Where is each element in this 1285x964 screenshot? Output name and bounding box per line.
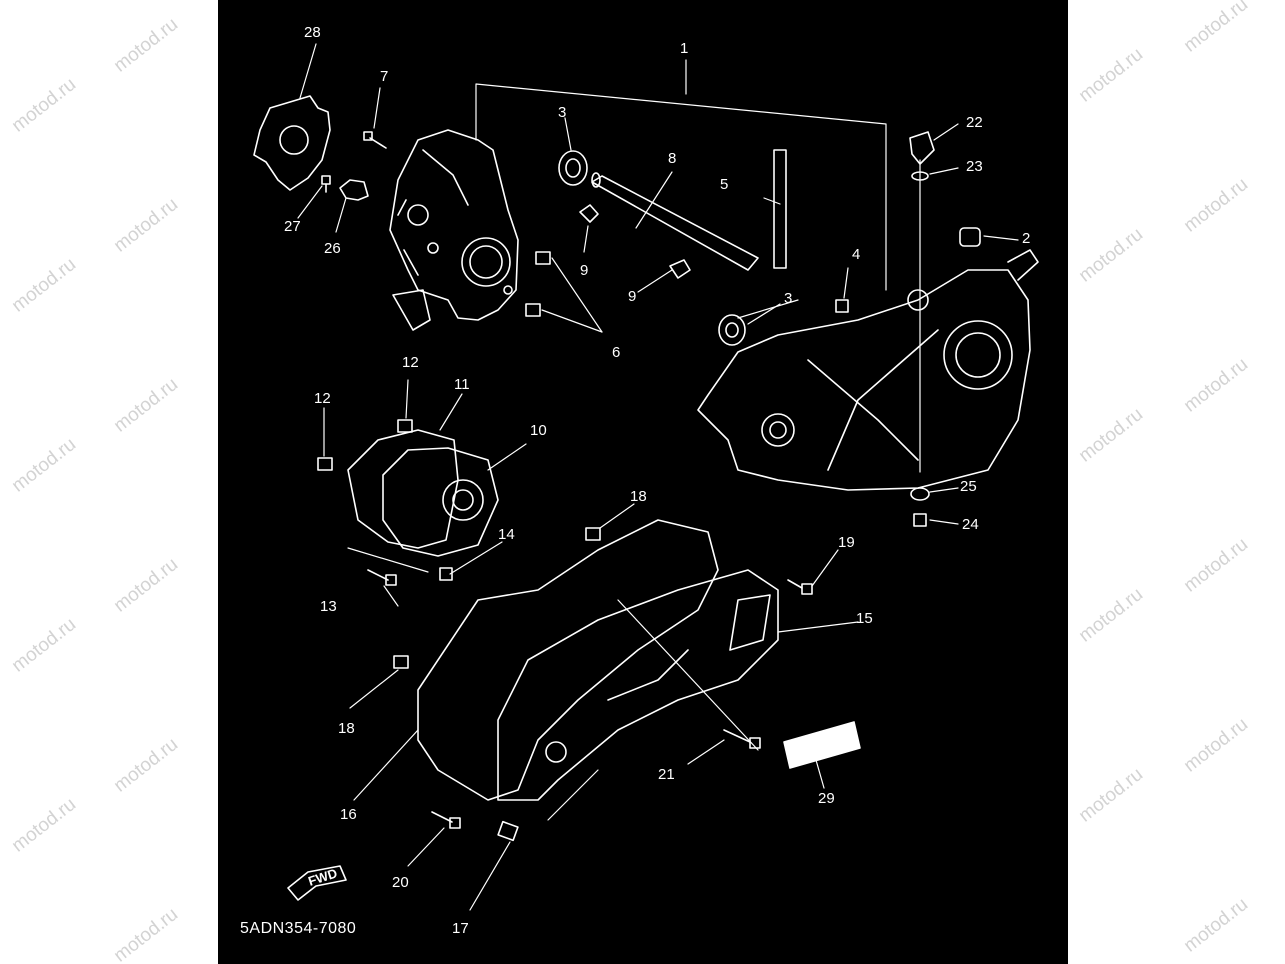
part-5-pin: [773, 149, 787, 269]
part-number-label: 24: [962, 516, 979, 533]
part-3-bearing: [558, 150, 588, 186]
watermark: motod.ru: [8, 613, 81, 677]
part-number-label: 20: [392, 874, 409, 891]
leader-lines: [297, 43, 1019, 911]
watermark: motod.ru: [1075, 763, 1148, 827]
watermark: motod.ru: [1180, 173, 1253, 237]
part-number-label: 9: [580, 262, 589, 279]
part-13-bolt: [367, 569, 397, 586]
part-number-label: 12: [402, 354, 419, 371]
watermark: motod.ru: [1075, 583, 1148, 647]
watermark: motod.ru: [110, 903, 183, 964]
watermark: motod.ru: [8, 73, 81, 137]
watermark: motod.ru: [8, 433, 81, 497]
part-18-dowel: [393, 655, 409, 669]
part-20-bolt: [431, 811, 461, 829]
part-number-label: 29: [818, 790, 835, 807]
part-3-bearing: [718, 314, 746, 346]
part-12-dowel: [317, 457, 333, 471]
exploded-view-panel: FWD: [218, 0, 1068, 964]
watermark: motod.ru: [1075, 223, 1148, 287]
part-15-crankcase-cover: [497, 569, 779, 801]
part-number-label: 5: [720, 176, 729, 193]
part-number-label: 12: [314, 390, 331, 407]
part-number-label: 2: [1022, 230, 1031, 247]
watermark: motod.ru: [1180, 713, 1253, 777]
part-number-label: 1: [680, 40, 689, 57]
crankcase-exploded-drawing: FWD: [253, 43, 1039, 911]
part-number-label: 26: [324, 240, 341, 257]
part-number-label: 27: [284, 218, 301, 235]
part-21-bolt: [723, 729, 761, 749]
part-10-cover: [382, 447, 499, 557]
part-number-label: 19: [838, 534, 855, 551]
watermark: motod.ru: [110, 733, 183, 797]
part-9-oil-seal: [669, 259, 691, 279]
watermark: motod.ru: [1180, 533, 1253, 597]
watermark: motod.ru: [1180, 353, 1253, 417]
part-number-label: 22: [966, 114, 983, 131]
part-1-right-crankcase: [697, 249, 1039, 491]
part-number-label: 17: [452, 920, 469, 937]
diagram-code: 5ADN354-7080: [240, 920, 357, 937]
part-28-gasket: [253, 95, 331, 191]
part-25-washer: [910, 487, 930, 501]
part-4-dowel: [835, 299, 849, 313]
watermark: motod.ru: [8, 793, 81, 857]
part-number-label: 16: [340, 806, 357, 823]
part-number-label: 25: [960, 478, 977, 495]
watermark: motod.ru: [110, 193, 183, 257]
watermark: motod.ru: [110, 373, 183, 437]
part-number-label: 18: [630, 488, 647, 505]
part-1-left-crankcase: [389, 129, 519, 331]
part-11-gasket: [347, 429, 459, 549]
part-number-label: 4: [852, 246, 861, 263]
watermark: motod.ru: [110, 553, 183, 617]
part-number-label: 7: [380, 68, 389, 85]
part-number-label: 14: [498, 526, 515, 543]
part-12-dowel: [397, 419, 413, 433]
part-number-label: 18: [338, 720, 355, 737]
part-7-bolt: [363, 131, 387, 149]
part-8-shaft: [591, 172, 759, 271]
part-number-label: 8: [668, 150, 677, 167]
watermark: motod.ru: [1075, 403, 1148, 467]
part-16-gasket: [417, 519, 719, 801]
part-number-label: 3: [558, 104, 567, 121]
part-24-drain-bolt: [913, 513, 927, 527]
part-2-bearing: [959, 227, 981, 247]
part-number-label: 11: [454, 376, 470, 393]
part-19-bolt: [787, 579, 813, 595]
part-18-dowel: [585, 527, 601, 541]
watermark: motod.ru: [1075, 43, 1148, 107]
part-17-dowel: [497, 820, 519, 842]
part-14-bolt: [439, 567, 453, 581]
part-number-label: 28: [304, 24, 321, 41]
watermark: motod.ru: [110, 13, 183, 77]
part-number-label: 3: [784, 290, 793, 307]
part-29-label: [783, 721, 861, 769]
part-number-label: 10: [530, 422, 547, 439]
part-6-dowel: [525, 251, 551, 317]
watermark: motod.ru: [8, 253, 81, 317]
part-number-label: 21: [658, 766, 675, 783]
fwd-arrow-icon: [287, 865, 347, 901]
part-number-label: 9: [628, 288, 637, 305]
part-number-label: 6: [612, 344, 621, 361]
watermark: motod.ru: [1180, 893, 1253, 957]
part-9-oil-seal: [579, 204, 599, 223]
part-number-label: 13: [320, 598, 337, 615]
part-27-bolt: [321, 175, 331, 193]
watermark: motod.ru: [1180, 0, 1253, 57]
part-number-label: 23: [966, 158, 983, 175]
part-22-plug: [909, 131, 935, 165]
part-number-label: 15: [856, 610, 873, 627]
part-26-bracket: [339, 179, 369, 201]
